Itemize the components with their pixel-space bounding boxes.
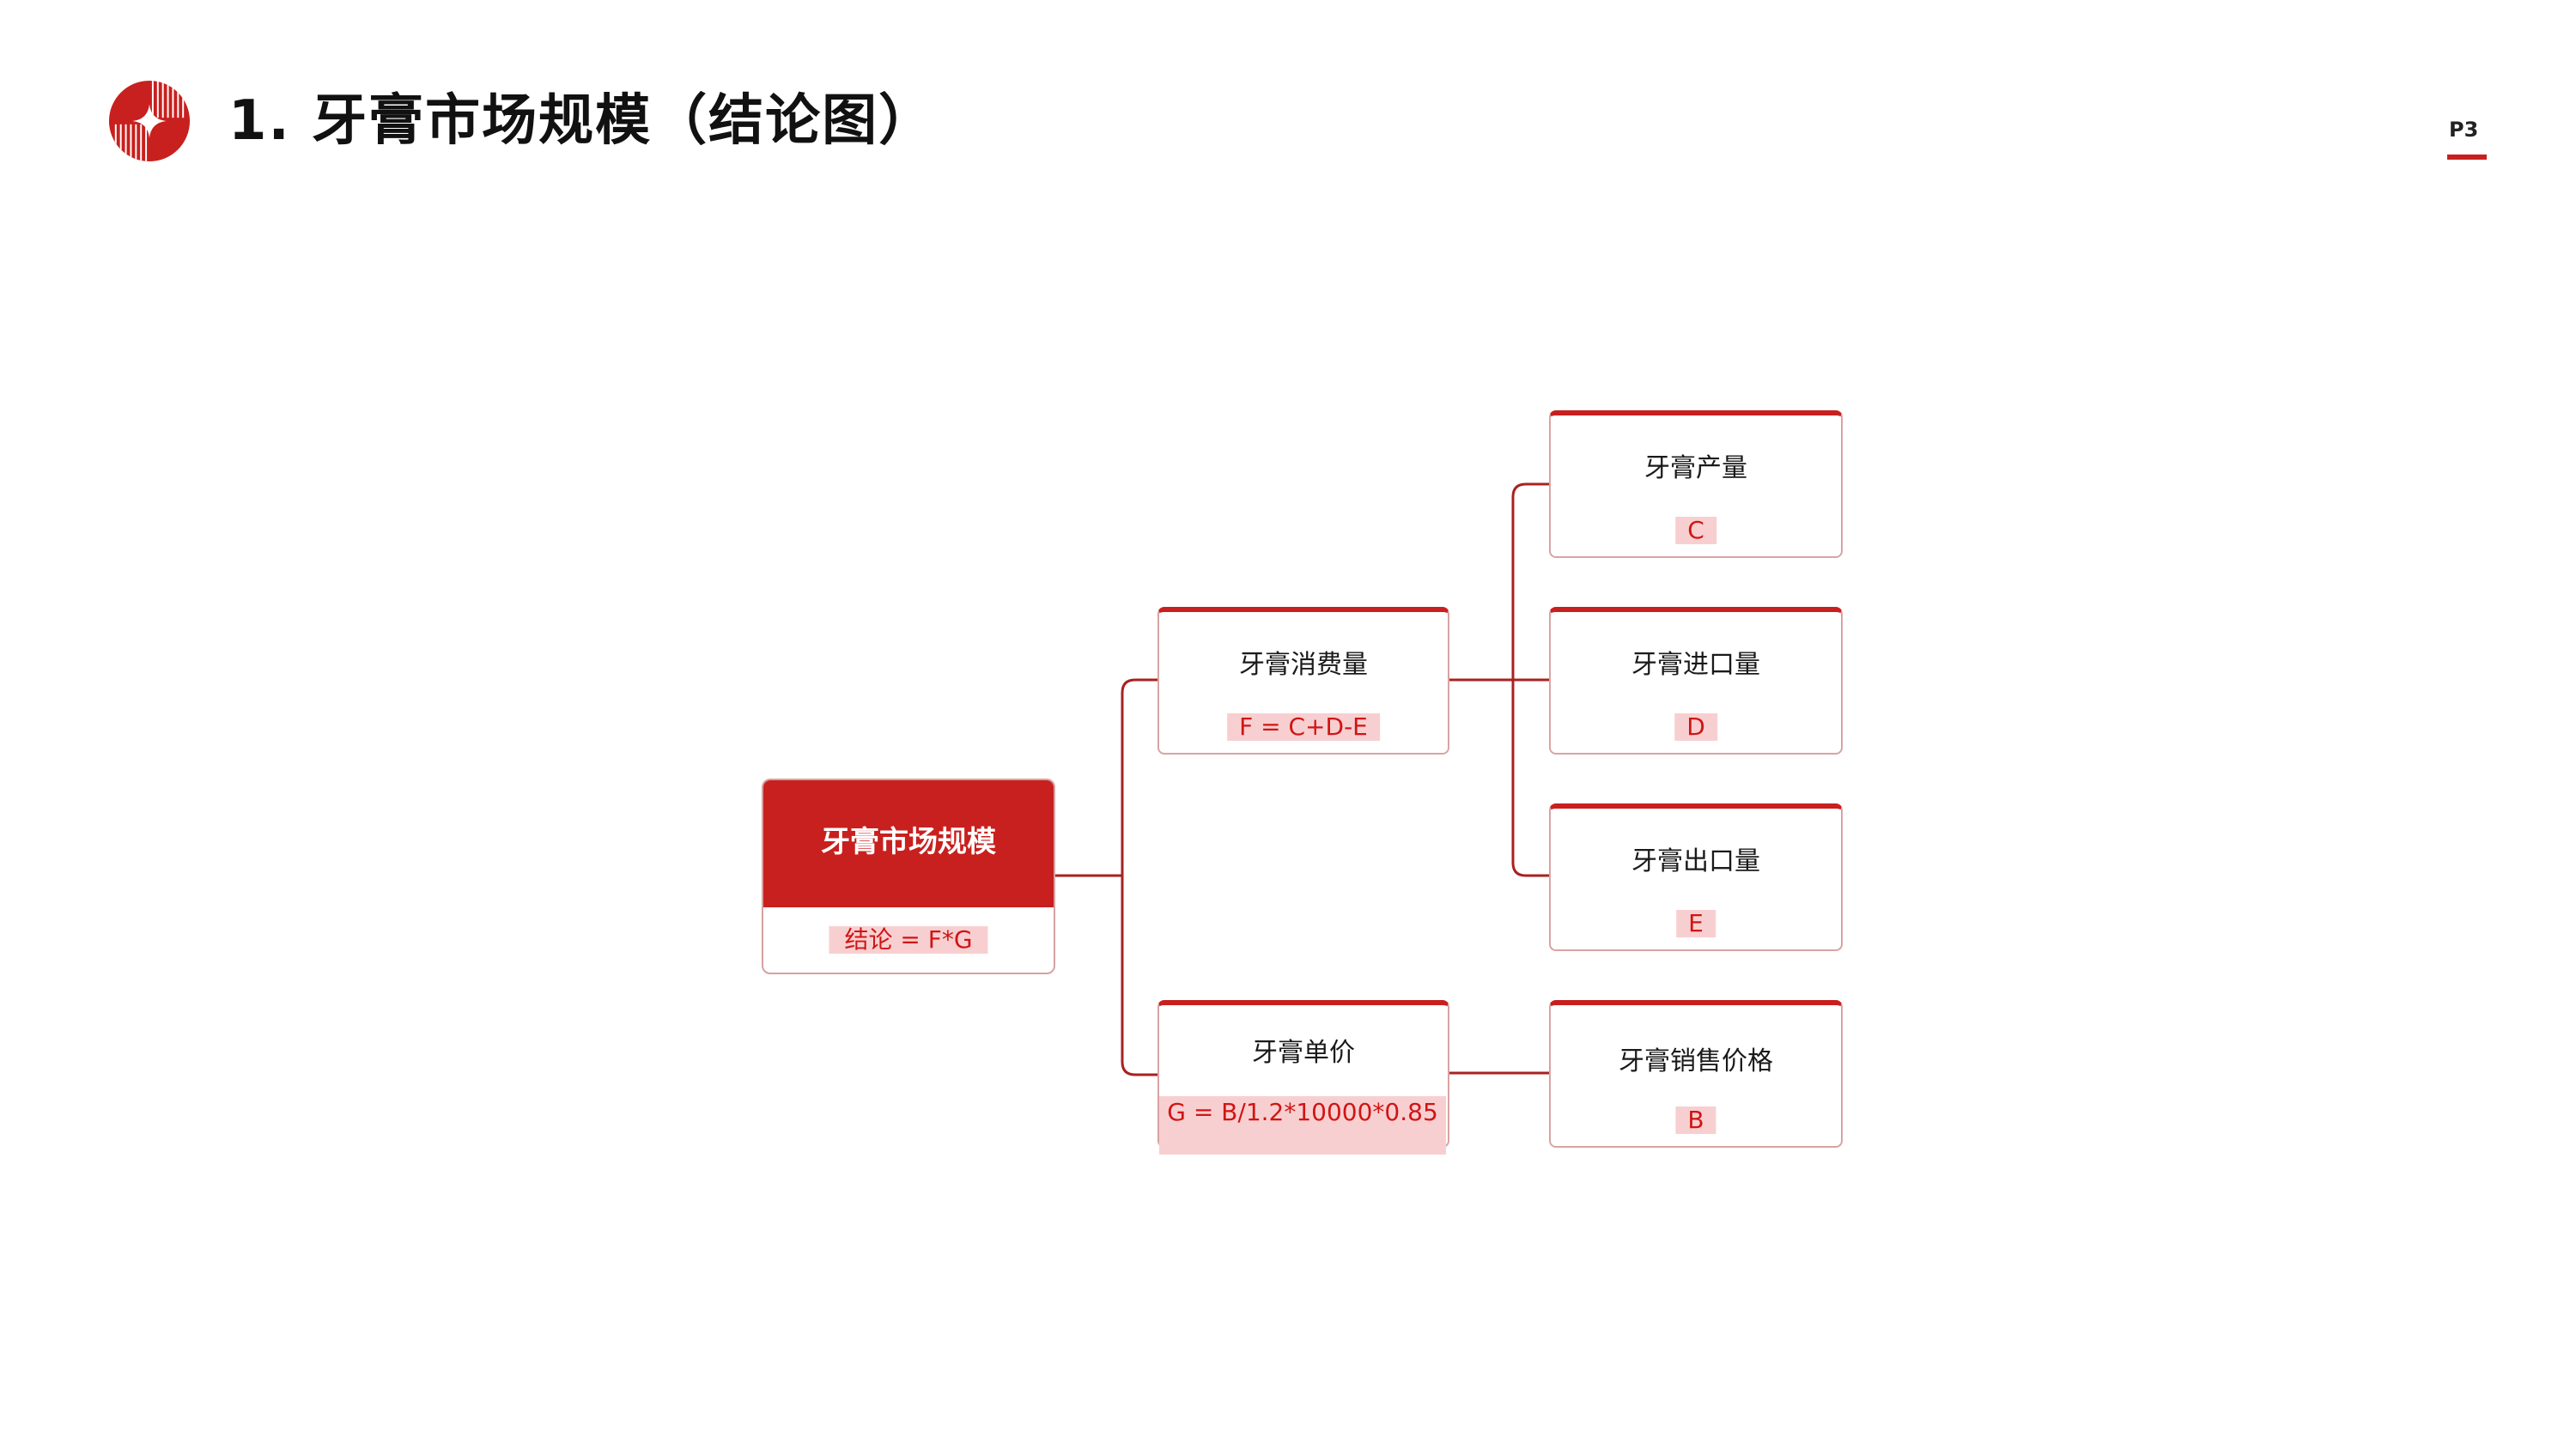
node-unit-price-formula: G = B/1.2*10000*0.85 xyxy=(1159,1096,1446,1155)
page-number-underline xyxy=(2447,155,2487,160)
node-import: 牙膏进口量 D xyxy=(1549,607,1843,755)
page-number: P3 xyxy=(2449,118,2479,142)
node-sale-price-formula: B xyxy=(1675,1106,1716,1134)
node-production: 牙膏产量 C xyxy=(1549,410,1843,558)
company-logo-icon xyxy=(108,80,191,162)
node-market-size-header xyxy=(763,780,1054,907)
node-export: 牙膏出口量 E xyxy=(1549,803,1843,951)
node-consumption: 牙膏消费量 F = C+D-E xyxy=(1157,607,1449,755)
node-market-size-formula: 结论 = F*G xyxy=(829,926,988,954)
node-market-size-title: 牙膏市场规模 xyxy=(821,825,996,859)
node-consumption-title: 牙膏消费量 xyxy=(1239,650,1368,680)
node-production-title: 牙膏产量 xyxy=(1644,453,1747,483)
node-import-title: 牙膏进口量 xyxy=(1631,650,1760,680)
node-production-formula: C xyxy=(1675,517,1716,544)
node-sale-price: 牙膏销售价格 B xyxy=(1549,1000,1843,1148)
node-import-formula: D xyxy=(1674,713,1717,741)
node-unit-price-title: 牙膏单价 xyxy=(1252,1038,1355,1068)
node-export-formula: E xyxy=(1676,910,1716,937)
node-unit-price: 牙膏单价 G = B/1.2*10000*0.85 xyxy=(1157,1000,1449,1155)
node-consumption-formula: F = C+D-E xyxy=(1227,713,1380,741)
connector-root-to-consumption xyxy=(1121,678,1157,1076)
node-market-size: 牙膏市场规模 结论 = F*G xyxy=(762,779,1055,974)
page-title: 1. 牙膏市场规模（结论图） xyxy=(228,89,936,153)
node-sale-price-title: 牙膏销售价格 xyxy=(1619,1046,1773,1076)
node-export-title: 牙膏出口量 xyxy=(1631,846,1760,876)
